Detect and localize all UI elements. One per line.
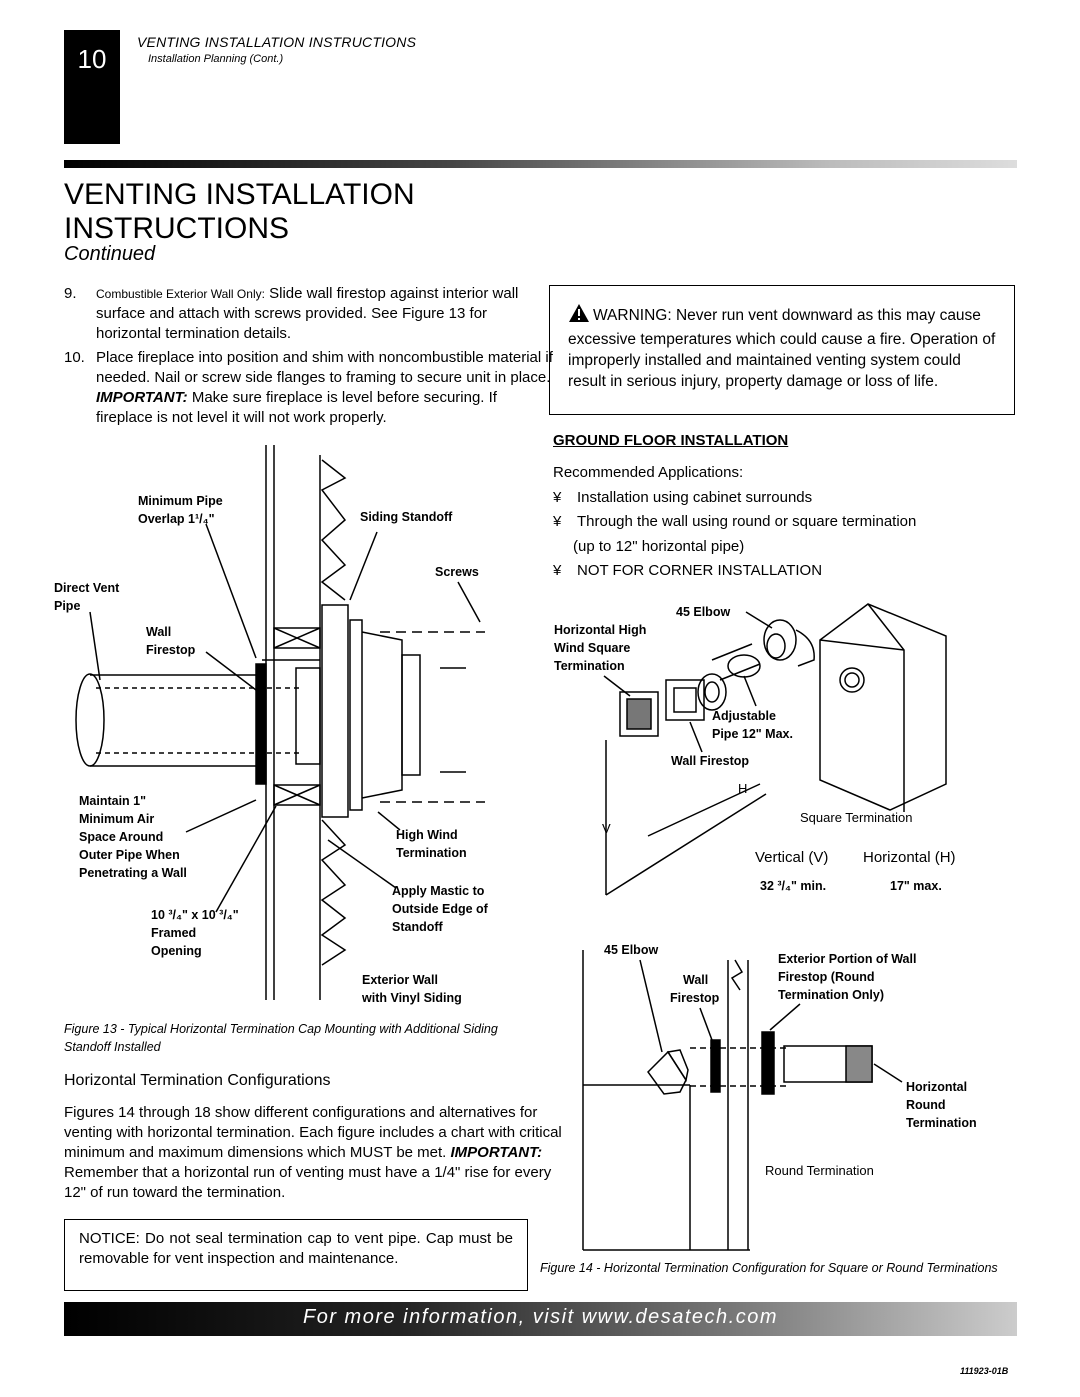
- bullet-text: Installation using cabinet surrounds: [577, 488, 813, 506]
- document-code: 111923-01B: [960, 1366, 1009, 1376]
- bullet-glyph: ¥: [553, 488, 562, 506]
- label-min-pipe-overlap: Overlap 1¹/₄": [138, 512, 215, 526]
- bullet-text: Through the wall using round or square t…: [577, 513, 917, 530]
- notice-box: NOTICE: Do not seal termination cap to v…: [64, 1219, 528, 1291]
- label-screws: Screws: [435, 565, 479, 579]
- label-45-elbow-b: 45 Elbow: [604, 943, 659, 957]
- label-framed: Framed: [151, 926, 197, 940]
- label-hwst-1: Horizontal High: [554, 623, 647, 637]
- ground-floor-body: Recommended Applications: ¥ Installation …: [553, 461, 993, 584]
- label-horizontal-round-1: Horizontal: [906, 1080, 968, 1094]
- htc-text-2: Remember that a horizontal run of ventin…: [64, 1164, 552, 1201]
- list-item: ¥ NOT FOR CORNER INSTALLATION: [553, 559, 993, 584]
- label-adjustable-pipe: Pipe 12" Max.: [712, 727, 793, 741]
- step-9: 9. Combustible Exterior Wall Only: Slide…: [64, 284, 554, 344]
- list-item: ¥ Installation using cabinet surrounds: [553, 486, 993, 511]
- label-high-wind-termination: Termination: [396, 846, 467, 860]
- label-h: H: [738, 781, 748, 796]
- label-45-elbow: 45 Elbow: [676, 605, 731, 619]
- step-body-2: Make sure fireplace is level before secu…: [96, 389, 497, 426]
- label-high-wind: High Wind: [396, 828, 458, 842]
- label-horizontal-round-2: Round: [906, 1098, 946, 1112]
- label-maintain-2: Minimum Air: [79, 812, 155, 826]
- figure-13-caption: Figure 13 - Typical Horizontal Terminati…: [64, 1022, 498, 1054]
- htc-heading: Horizontal Termination Configurations: [64, 1072, 331, 1089]
- label-direct-vent: Direct Vent: [54, 581, 120, 595]
- label-maintain-4: Outer Pipe When: [79, 848, 180, 862]
- list-item: ¥ Through the wall using round or square …: [553, 510, 993, 535]
- label-horizontal: Horizontal (H): [863, 849, 956, 866]
- label-opening: Opening: [151, 944, 202, 958]
- warning-box: WARNING: Never run vent downward as this…: [549, 285, 1015, 415]
- htc-text: Figures 14 through 18 show different con…: [64, 1104, 562, 1161]
- label-round-termination: Round Termination: [765, 1163, 874, 1178]
- label-wall: Wall: [146, 625, 172, 639]
- step-number: 9.: [64, 285, 77, 302]
- subsection-title: Installation Planning (Cont.): [148, 53, 284, 65]
- label-v: V: [602, 821, 611, 836]
- label-horizontal-round-3: Termination: [906, 1116, 977, 1130]
- label-maintain-1: Maintain 1": [79, 794, 147, 808]
- important-label: IMPORTANT:: [450, 1144, 543, 1161]
- bullet-text: NOT FOR CORNER INSTALLATION: [577, 562, 823, 579]
- value-horizontal: 17" max.: [890, 879, 942, 893]
- bullet-continuation: (up to 12" horizontal pipe): [573, 537, 745, 555]
- warning-icon: [568, 303, 590, 329]
- section-title: VENTING INSTALLATION INSTRUCTIONS: [137, 34, 417, 50]
- label-vinyl-siding: with Vinyl Siding: [362, 991, 462, 1005]
- label-maintain-5: Penetrating a Wall: [79, 866, 187, 880]
- label-square-termination: Square Termination: [800, 810, 913, 825]
- important-label: IMPORTANT:: [96, 389, 188, 406]
- ground-floor-intro: Recommended Applications:: [553, 464, 744, 481]
- page-number-tab: [64, 30, 120, 144]
- label-wall-b: Wall: [683, 973, 709, 987]
- value-vertical: 32 ³/₄" min.: [760, 879, 827, 893]
- label-exterior-portion-1: Exterior Portion of Wall: [778, 952, 917, 966]
- label-adjustable: Adjustable: [712, 709, 776, 723]
- step-number: 10.: [64, 349, 85, 366]
- label-wall-firestop: Wall Firestop: [671, 754, 750, 768]
- figure-14-caption: Figure 14 - Horizontal Termination Confi…: [540, 1261, 998, 1275]
- label-vertical: Vertical (V): [755, 849, 829, 866]
- step-body: Slide wall firestop against interior wal…: [96, 285, 519, 342]
- step-text: Combustible Exterior Wall Only: Slide wa…: [96, 284, 554, 344]
- ground-floor-heading: GROUND FLOOR INSTALLATION: [553, 432, 789, 449]
- warning-text: WARNING: Never run vent downward as this…: [568, 307, 996, 390]
- footer-link[interactable]: For more information, visit www.desatech…: [302, 1306, 779, 1328]
- steps-list: 9. Combustible Exterior Wall Only: Slide…: [64, 284, 554, 432]
- bullet-glyph: ¥: [553, 513, 562, 530]
- bullet-glyph: ¥: [553, 562, 562, 579]
- label-maintain-3: Space Around: [79, 830, 164, 844]
- label-hwst-2: Wind Square: [554, 641, 631, 655]
- label-exterior-portion-3: Termination Only): [778, 988, 885, 1002]
- footer-bar: [64, 1302, 1017, 1336]
- htc-body: Figures 14 through 18 show different con…: [64, 1103, 574, 1203]
- label-direct-vent-pipe: Pipe: [54, 599, 81, 613]
- step-body: Place fireplace into position and shim w…: [96, 349, 553, 386]
- step-10: 10. Place fireplace into position and sh…: [64, 348, 554, 428]
- label-apply-mastic-1: Apply Mastic to: [392, 884, 485, 898]
- label-firestop: Firestop: [146, 643, 196, 657]
- label-exterior-portion-2: Firestop (Round: [778, 970, 875, 984]
- label-apply-mastic-3: Standoff: [392, 920, 443, 934]
- label-firestop-b: Firestop: [670, 991, 720, 1005]
- step-lead: Combustible Exterior Wall Only:: [96, 287, 265, 301]
- label-exterior-wall: Exterior Wall: [362, 973, 438, 987]
- label-min-pipe: Minimum Pipe: [138, 494, 223, 508]
- label-framed-size: 10 ³/₄" x 10 ³/₄": [151, 908, 239, 922]
- page-number: 10: [77, 44, 107, 74]
- label-hwst-3: Termination: [554, 659, 625, 673]
- label-siding-standoff: Siding Standoff: [360, 510, 453, 524]
- label-apply-mastic-2: Outside Edge of: [392, 902, 488, 916]
- header-rule: [64, 160, 1017, 168]
- page-title: VENTING INSTALLATION INSTRUCTIONS: [64, 178, 415, 245]
- step-text: Place fireplace into position and shim w…: [96, 348, 554, 428]
- continued-label: Continued: [64, 243, 156, 265]
